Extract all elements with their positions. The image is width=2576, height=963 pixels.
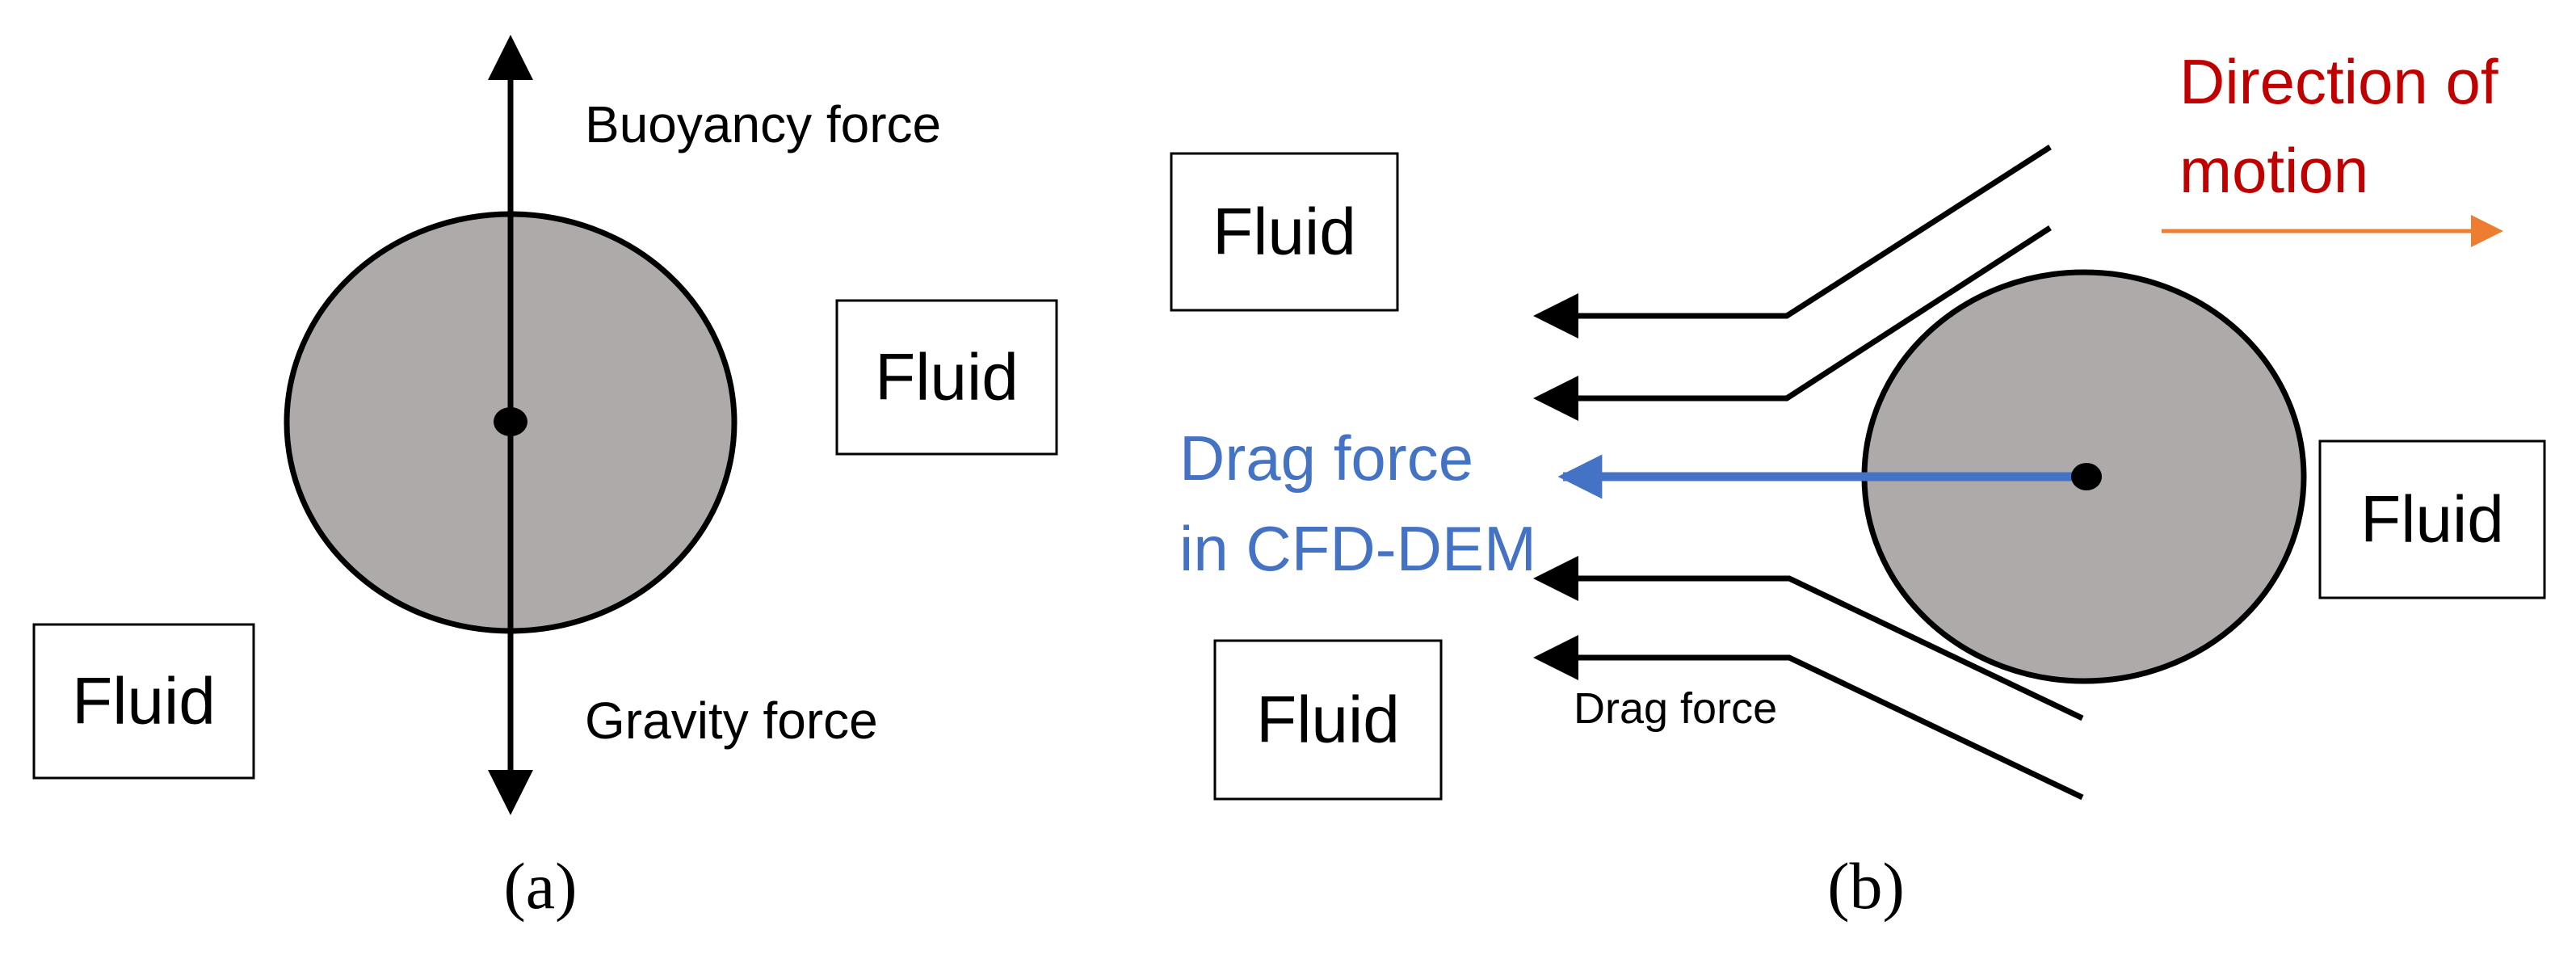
- caption-b: (b): [1827, 849, 1905, 923]
- streamline-arrow-1: [1533, 145, 2052, 339]
- fluid-label: Fluid: [72, 665, 216, 738]
- cfd-dem-drag-label-line1: Drag force: [1179, 423, 1473, 494]
- fluid-box-a-right: [835, 299, 1058, 456]
- fluid-label: Fluid: [1256, 683, 1400, 757]
- fluid-label: Fluid: [1212, 196, 1356, 269]
- streamline-arrow-2: [1533, 225, 2052, 421]
- caption-a: (a): [503, 849, 577, 923]
- streamline-arrow-4: [1533, 635, 2084, 801]
- panel-a: Buoyancy force Gravity force Fluid Fluid…: [32, 35, 1058, 923]
- streamline-arrow-3: [1533, 556, 2084, 721]
- center-of-mass-a: [494, 407, 527, 436]
- direction-of-motion-label-line2: motion: [2179, 135, 2368, 206]
- gravity-force-label: Gravity force: [585, 692, 878, 750]
- drag-force-label: Drag force: [1574, 684, 1777, 733]
- buoyancy-force-label: Buoyancy force: [585, 95, 941, 153]
- fluid-box-a-left: [32, 623, 255, 780]
- fluid-label: Fluid: [875, 341, 1019, 414]
- fluid-label: Fluid: [2360, 483, 2504, 557]
- fluid-box-b-bottom: [1213, 639, 1443, 801]
- fluid-box-b-right: [2318, 439, 2546, 599]
- cfd-dem-drag-label-line2: in CFD-DEM: [1179, 513, 1536, 584]
- center-of-mass-b: [2071, 463, 2102, 490]
- panel-b: Direction of motion Drag force in CFD-DE…: [1170, 46, 2546, 923]
- direction-of-motion-label-line1: Direction of: [2179, 46, 2498, 117]
- fluid-box-b-top: [1170, 152, 1399, 312]
